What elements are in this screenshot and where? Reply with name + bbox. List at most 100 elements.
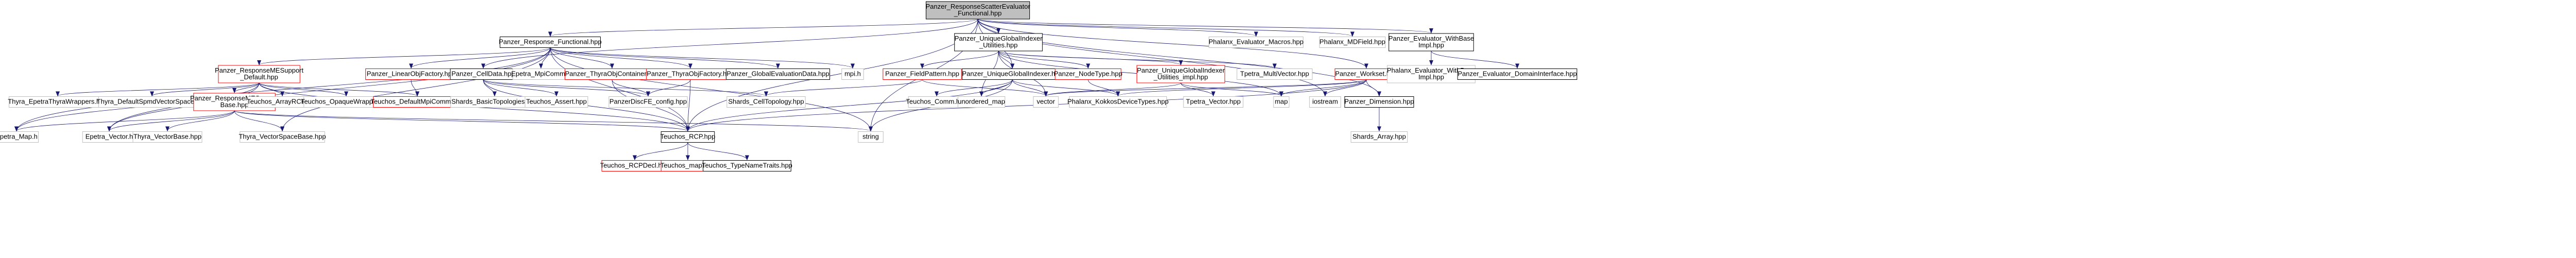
graph-node-thyra-obj-container[interactable]: Panzer_ThyraObjContainer.hpp bbox=[565, 68, 659, 80]
graph-edge-unique-indexer-to-phalanx-kokkos bbox=[1012, 79, 1120, 97]
graph-node-field-pattern[interactable]: Panzer_FieldPattern.hpp bbox=[883, 68, 962, 80]
graph-edge-unique-utilities-impl-to-vector bbox=[1044, 82, 1181, 97]
node-label: Impl.hpp bbox=[1418, 41, 1444, 49]
node-box bbox=[1137, 65, 1225, 83]
node-label: Epetra_Vector.h bbox=[86, 133, 133, 141]
graph-node-teuchos-rcpdecl[interactable]: Teuchos_RCPDecl.hpp bbox=[600, 160, 669, 171]
graph-edge-resp-me-base-to-teuchos-rcp bbox=[234, 110, 690, 132]
node-box bbox=[925, 1, 1030, 20]
node-label: Phalanx_KokkosDeviceTypes.hpp bbox=[1067, 98, 1169, 106]
graph-node-teuchos-typename[interactable]: Teuchos_TypeNameTraits.hpp bbox=[702, 160, 792, 171]
graph-node-panzer-config[interactable]: PanzerDiscFE_config.hpp bbox=[608, 96, 688, 108]
graph-node-unordered-map[interactable]: unordered_map bbox=[957, 96, 1006, 108]
node-label: Panzer_UniqueGlobalIndexer.hpp bbox=[962, 70, 1062, 78]
graph-edge-unique-utilities-to-field-pattern bbox=[920, 50, 999, 69]
node-label: Teuchos_map.hpp bbox=[660, 162, 715, 169]
graph-node-workset[interactable]: Panzer_Workset.hpp bbox=[1334, 68, 1398, 80]
node-label: Panzer_Workset.hpp bbox=[1335, 70, 1397, 78]
graph-node-resp-me-default[interactable]: Panzer_ResponseMESupport_Default.hpp bbox=[215, 65, 303, 83]
node-label: Teuchos_DefaultMpiComm.hpp bbox=[370, 98, 464, 106]
node-label: Phalanx_Evaluator_Macros.hpp bbox=[1209, 38, 1303, 46]
graph-edge-teuchos-rcp-to-teuchos-rcpdecl bbox=[633, 142, 688, 161]
graph-node-thyra-obj-factory[interactable]: Panzer_ThyraObjFactory.hpp bbox=[646, 68, 735, 80]
node-label: Impl.hpp bbox=[1418, 73, 1444, 81]
graph-edge-root-to-evaluator-withbase bbox=[977, 19, 1433, 33]
graph-edge-cell-data-to-shards-cell-topo bbox=[483, 79, 768, 97]
graph-edge-resp-me-base-to-string bbox=[234, 110, 873, 132]
graph-node-shards-array[interactable]: Shards_Array.hpp bbox=[1350, 131, 1408, 143]
graph-node-teuchos-arrayrcp[interactable]: Teuchos_ArrayRCP.hpp bbox=[247, 96, 318, 108]
graph-edge-unique-indexer-to-teuchos-comm bbox=[935, 79, 1013, 97]
graph-node-map[interactable]: map bbox=[1273, 96, 1290, 108]
graph-edge-resp-functional-to-resp-me-default bbox=[257, 47, 551, 65]
graph-node-epetra-mpicomm[interactable]: Epetra_MpiComm.h bbox=[511, 68, 571, 80]
node-box bbox=[1236, 68, 1313, 80]
graph-node-thyra-spmd-wrappers[interactable]: Thyra_EpetraThyraWrappers.hpp bbox=[8, 96, 108, 108]
node-box bbox=[132, 131, 202, 143]
graph-node-unique-utilities[interactable]: Panzer_UniqueGlobalIndexer_Utilities.hpp bbox=[954, 33, 1043, 51]
graph-edge-resp-me-base-to-epetra-map bbox=[14, 110, 235, 132]
node-box bbox=[0, 131, 39, 143]
node-box bbox=[1457, 68, 1578, 80]
graph-node-thyra-vectorbase[interactable]: Thyra_VectorBase.hpp bbox=[132, 131, 202, 143]
graph-node-resp-functional[interactable]: Panzer_Response_Functional.hpp bbox=[499, 37, 602, 48]
graph-node-phalanx-kokkos[interactable]: Phalanx_KokkosDeviceTypes.hpp bbox=[1067, 96, 1169, 108]
node-label: Tpetra_MultiVector.hpp bbox=[1240, 70, 1309, 78]
graph-node-vector[interactable]: vector bbox=[1033, 96, 1059, 108]
node-label: Thyra_EpetraThyraWrappers.hpp bbox=[8, 98, 107, 106]
graph-node-node-type[interactable]: Panzer_NodeType.hpp bbox=[1054, 68, 1123, 80]
graph-node-teuchos-assert[interactable]: Teuchos_Assert.hpp bbox=[524, 96, 588, 108]
node-label: Panzer_UniqueGlobalIndexer bbox=[1137, 66, 1225, 74]
graph-node-teuchos-comm[interactable]: Teuchos_Comm.hpp bbox=[906, 96, 968, 108]
graph-node-shards-cell-topo[interactable]: Shards_CellTopology.hpp bbox=[726, 96, 806, 108]
node-label: vector bbox=[1037, 98, 1055, 106]
graph-edge-resp-functional-to-mpi-h bbox=[550, 47, 855, 69]
graph-node-tpetra-vector[interactable]: Tpetra_Vector.hpp bbox=[1183, 96, 1244, 108]
graph-node-global-eval-data[interactable]: Panzer_GlobalEvaluationData.hpp bbox=[725, 68, 831, 80]
graph-edge-resp-me-base-to-thyra-vectorspacebase bbox=[234, 110, 284, 132]
graph-node-string[interactable]: string bbox=[858, 131, 884, 143]
node-box bbox=[841, 68, 864, 80]
graph-node-unique-utilities-impl[interactable]: Panzer_UniqueGlobalIndexer_Utilities_imp… bbox=[1137, 65, 1225, 83]
graph-node-thyra-default-spmd[interactable]: Thyra_DefaultSpmdVectorSpace.hpp bbox=[97, 96, 208, 108]
graph-node-linear-obj-factory[interactable]: Panzer_LinearObjFactory.hpp bbox=[365, 68, 457, 80]
node-label: _Functional.hpp bbox=[954, 9, 1002, 17]
node-box bbox=[1344, 96, 1414, 108]
graph-node-dimension[interactable]: Panzer_Dimension.hpp bbox=[1344, 96, 1414, 108]
graph-node-teuchos-rcp[interactable]: Teuchos_RCP.hpp bbox=[660, 131, 716, 143]
graph-edge-resp-functional-to-global-eval-data bbox=[550, 47, 780, 69]
node-box bbox=[1309, 96, 1341, 108]
graph-node-epetra-vector[interactable]: Epetra_Vector.h bbox=[82, 131, 137, 143]
graph-node-mpi-h[interactable]: mpi.h bbox=[841, 68, 864, 80]
graph-node-teuchos-map[interactable]: Teuchos_map.hpp bbox=[660, 160, 715, 171]
node-box bbox=[1319, 37, 1386, 48]
graph-node-root[interactable]: Panzer_ResponseScatterEvaluator_Function… bbox=[925, 1, 1030, 20]
graph-node-phalanx-mdfield[interactable]: Phalanx_MDField.hpp bbox=[1319, 37, 1386, 48]
node-label: _Utilities_impl.hpp bbox=[1153, 73, 1208, 81]
graph-edge-thyra-obj-factory-to-panzer-config bbox=[646, 79, 691, 97]
graph-node-iostream[interactable]: iostream bbox=[1309, 96, 1341, 108]
graph-edge-cell-data-to-panzer-config bbox=[483, 79, 650, 97]
graph-node-evaluator-domain[interactable]: Panzer_Evaluator_DomainInterface.hpp bbox=[1457, 68, 1578, 80]
graph-node-teuchos-opaque[interactable]: Teuchos_OpaqueWrapper.hpp bbox=[301, 96, 392, 108]
graph-edge-resp-me-default-to-thyra-spmd-wrappers bbox=[56, 82, 260, 97]
graph-node-tpetra-multivector[interactable]: Tpetra_MultiVector.hpp bbox=[1236, 68, 1313, 80]
graph-node-cell-data[interactable]: Panzer_CellData.hpp bbox=[450, 68, 517, 80]
graph-node-epetra-map[interactable]: Epetra_Map.h bbox=[0, 131, 39, 143]
graph-edge-resp-me-base-to-epetra-vector bbox=[107, 110, 235, 132]
graph-edge-teuchos-rcp-to-teuchos-typename bbox=[687, 142, 749, 161]
node-label: mpi.h bbox=[844, 70, 861, 78]
node-label: Teuchos_Assert.hpp bbox=[526, 98, 587, 106]
node-label: Panzer_NodeType.hpp bbox=[1054, 70, 1123, 78]
node-label: unordered_map bbox=[958, 98, 1005, 106]
graph-node-unique-indexer[interactable]: Panzer_UniqueGlobalIndexer.hpp bbox=[962, 68, 1063, 80]
graph-edge-resp-me-default-to-teuchos-opaque bbox=[259, 82, 348, 97]
graph-node-teuchos-default-mpi[interactable]: Teuchos_DefaultMpiComm.hpp bbox=[370, 96, 464, 108]
node-label: _Default.hpp bbox=[240, 73, 278, 81]
graph-node-phalanx-macros[interactable]: Phalanx_Evaluator_Macros.hpp bbox=[1209, 37, 1303, 48]
graph-edge-workset-to-teuchos-rcp bbox=[686, 79, 1367, 132]
graph-node-thyra-vectorspacebase[interactable]: Thyra_VectorSpaceBase.hpp bbox=[239, 131, 326, 143]
